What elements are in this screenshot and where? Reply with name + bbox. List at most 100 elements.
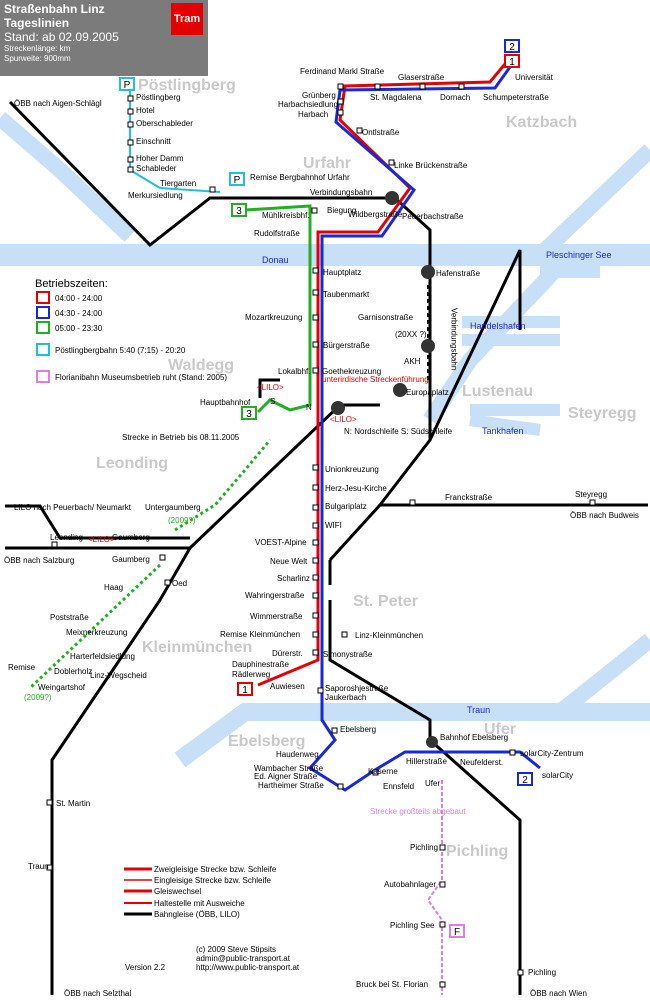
svg-text:Remise Bergbahnhof Urfahr: Remise Bergbahnhof Urfahr	[250, 173, 350, 182]
svg-text:ÖBB nach Aigen-Schlägl: ÖBB nach Aigen-Schlägl	[14, 99, 102, 108]
district-poestlingberg: Pöstlingberg	[138, 77, 236, 94]
rail-east-south	[328, 503, 382, 585]
svg-text:Haltestelle mit Ausweiche: Haltestelle mit Ausweiche	[154, 899, 245, 908]
badge-p-remise: P	[229, 172, 245, 186]
svg-text:Hauptplatz: Hauptplatz	[323, 268, 361, 277]
svg-text:solarCity: solarCity	[542, 771, 573, 780]
svg-text:Harbach: Harbach	[298, 110, 328, 119]
svg-text:Linz-Kleinmünchen: Linz-Kleinmünchen	[355, 631, 423, 640]
svg-text:05:00 - 23:30: 05:00 - 23:30	[55, 324, 103, 333]
svg-text:Unionkreuzung: Unionkreuzung	[325, 465, 379, 474]
svg-text:Merkursiedlung: Merkursiedlung	[128, 191, 183, 200]
svg-text:Gaumberg: Gaumberg	[112, 533, 150, 542]
svg-text:VOEST-Alpine: VOEST-Alpine	[255, 538, 307, 547]
svg-text:Zweigleisige Strecke bzw. Schl: Zweigleisige Strecke bzw. Schleife	[154, 865, 277, 874]
svg-text:Lokalbhf.: Lokalbhf.	[278, 367, 310, 376]
svg-text:Weingartshof: Weingartshof	[38, 683, 86, 692]
svg-text:Florianibahn Museumsbetrieb ru: Florianibahn Museumsbetrieb ruht (Stand:…	[55, 373, 227, 382]
svg-text:ÖBB nach Budweis: ÖBB nach Budweis	[570, 511, 639, 520]
svg-text:Wildbergstraße: Wildbergstraße	[348, 210, 403, 219]
svg-text:Herz-Jesu-Kirche: Herz-Jesu-Kirche	[325, 484, 387, 493]
donau-south-arm	[423, 259, 566, 425]
district-steyregg: Steyregg	[568, 405, 636, 422]
rivers	[0, 111, 650, 768]
svg-text:Traun: Traun	[467, 705, 490, 715]
svg-text:Linke Brückenstraße: Linke Brückenstraße	[394, 161, 468, 170]
svg-text:Remise Kleinmünchen: Remise Kleinmünchen	[220, 630, 300, 639]
svg-text:Ontlstraße: Ontlstraße	[362, 128, 400, 137]
svg-text:LILO nach Peuerbach/ Neumarkt: LILO nach Peuerbach/ Neumarkt	[14, 503, 132, 512]
district-labels: Pöstlingberg Katzbach Urfahr Waldegg Lus…	[96, 77, 636, 860]
svg-text:Garnisonstraße: Garnisonstraße	[358, 313, 414, 322]
svg-text:Hauptbahnhof: Hauptbahnhof	[200, 398, 251, 407]
svg-text:Kaserne: Kaserne	[368, 767, 398, 776]
svg-text:Ennsfeld: Ennsfeld	[383, 782, 414, 791]
svg-text:Taubenmarkt: Taubenmarkt	[323, 290, 370, 299]
svg-text:Goethekreuzung: Goethekreuzung	[322, 367, 381, 376]
svg-text:Ed. Aigner Straße: Ed. Aigner Straße	[254, 772, 318, 781]
svg-text:N: Nordschleife S: Südschleife: N: Nordschleife S: Südschleife	[344, 427, 453, 436]
svg-text:Schableder: Schableder	[136, 164, 177, 173]
svg-text:Dauphinestraße: Dauphinestraße	[232, 660, 289, 669]
svg-text:Universität: Universität	[515, 73, 554, 82]
svg-text:AKH: AKH	[404, 357, 421, 366]
svg-text:Strecke in Betrieb bis 08.11.2: Strecke in Betrieb bis 08.11.2005	[122, 433, 240, 442]
svg-text:Wahringerstraße: Wahringerstraße	[245, 591, 305, 600]
district-kleinmuenchen: Kleinmünchen	[142, 639, 252, 656]
svg-text:Ufer: Ufer	[425, 779, 440, 788]
badge-line3-urfahr: 3	[231, 203, 247, 217]
map-subtitle: Tageslinien	[4, 16, 70, 30]
district-st-peter: St. Peter	[353, 593, 418, 610]
tram-badge: Tram	[171, 3, 203, 35]
rail-lilo	[5, 504, 190, 540]
district-ebelsberg: Ebelsberg	[228, 733, 305, 750]
rail-salzburg	[5, 403, 380, 550]
svg-text:Verbindungsbahn: Verbindungsbahn	[310, 188, 372, 197]
rail-aigen	[8, 100, 395, 248]
svg-text:Hotel: Hotel	[136, 106, 155, 115]
svg-text:04:00 - 24:00: 04:00 - 24:00	[55, 294, 103, 303]
pleschinger-see	[540, 247, 600, 278]
svg-text:Rädlerweg: Rädlerweg	[232, 670, 270, 679]
svg-text:Bahngleise (ÖBB, LILO): Bahngleise (ÖBB, LILO)	[154, 910, 240, 919]
svg-text:N: N	[306, 403, 312, 412]
svg-text:Autobahnlager: Autobahnlager	[384, 880, 436, 889]
svg-text:Tankhafen: Tankhafen	[482, 426, 524, 436]
svg-text:Franckstraße: Franckstraße	[445, 493, 493, 502]
svg-text:<LILO>: <LILO>	[257, 383, 284, 392]
rail-summerhill	[428, 249, 522, 441]
map-length: Streckenlänge: km	[4, 44, 71, 53]
svg-text:Neue Welt: Neue Welt	[270, 557, 308, 566]
badge-f: F	[449, 924, 465, 938]
svg-text:Gaumberg: Gaumberg	[112, 555, 150, 564]
svg-text:Linz-Wegscheid: Linz-Wegscheid	[90, 671, 147, 680]
traun-east	[555, 633, 650, 719]
badge-line2-top: 2	[504, 39, 520, 53]
svg-text:Ferdinand Markl Straße: Ferdinand Markl Straße	[300, 67, 385, 76]
district-urfahr: Urfahr	[303, 155, 351, 172]
badge-line1-auwiesen: 1	[237, 682, 253, 696]
svg-text:Version 2.2: Version 2.2	[125, 963, 166, 972]
svg-text:F: F	[454, 927, 460, 938]
svg-text:Bruck bei St. Florian: Bruck bei St. Florian	[356, 980, 428, 989]
svg-text:Rudolfstraße: Rudolfstraße	[254, 229, 300, 238]
svg-text:Pichling: Pichling	[528, 968, 556, 977]
svg-text:1: 1	[509, 57, 515, 68]
svg-text:Harbachsiedlung: Harbachsiedlung	[278, 100, 338, 109]
svg-text:Oed: Oed	[172, 579, 187, 588]
district-katzbach: Katzbach	[506, 114, 577, 131]
svg-text:Steyregg: Steyregg	[575, 490, 607, 499]
schedule: Betriebszeiten: 04:00 - 24:00 04:30 - 24…	[35, 278, 227, 383]
svg-text:St. Martin: St. Martin	[56, 799, 90, 808]
district-waldegg: Waldegg	[168, 357, 234, 374]
credits: (c) 2009 Steve Stipsits admin@public-tra…	[125, 945, 300, 972]
svg-text:Pichling: Pichling	[410, 843, 438, 852]
svg-text:Jaukerbach: Jaukerbach	[325, 693, 366, 702]
svg-text:Verbindungsbahn: Verbindungsbahn	[450, 308, 459, 370]
district-pichling: Pichling	[446, 843, 508, 860]
donau-upper-arm	[0, 111, 136, 242]
svg-text:Dürerstr.: Dürerstr.	[272, 649, 303, 658]
map-stand: Stand: ab 02.09.2005	[4, 30, 119, 44]
svg-text:Wimmerstraße: Wimmerstraße	[250, 612, 303, 621]
